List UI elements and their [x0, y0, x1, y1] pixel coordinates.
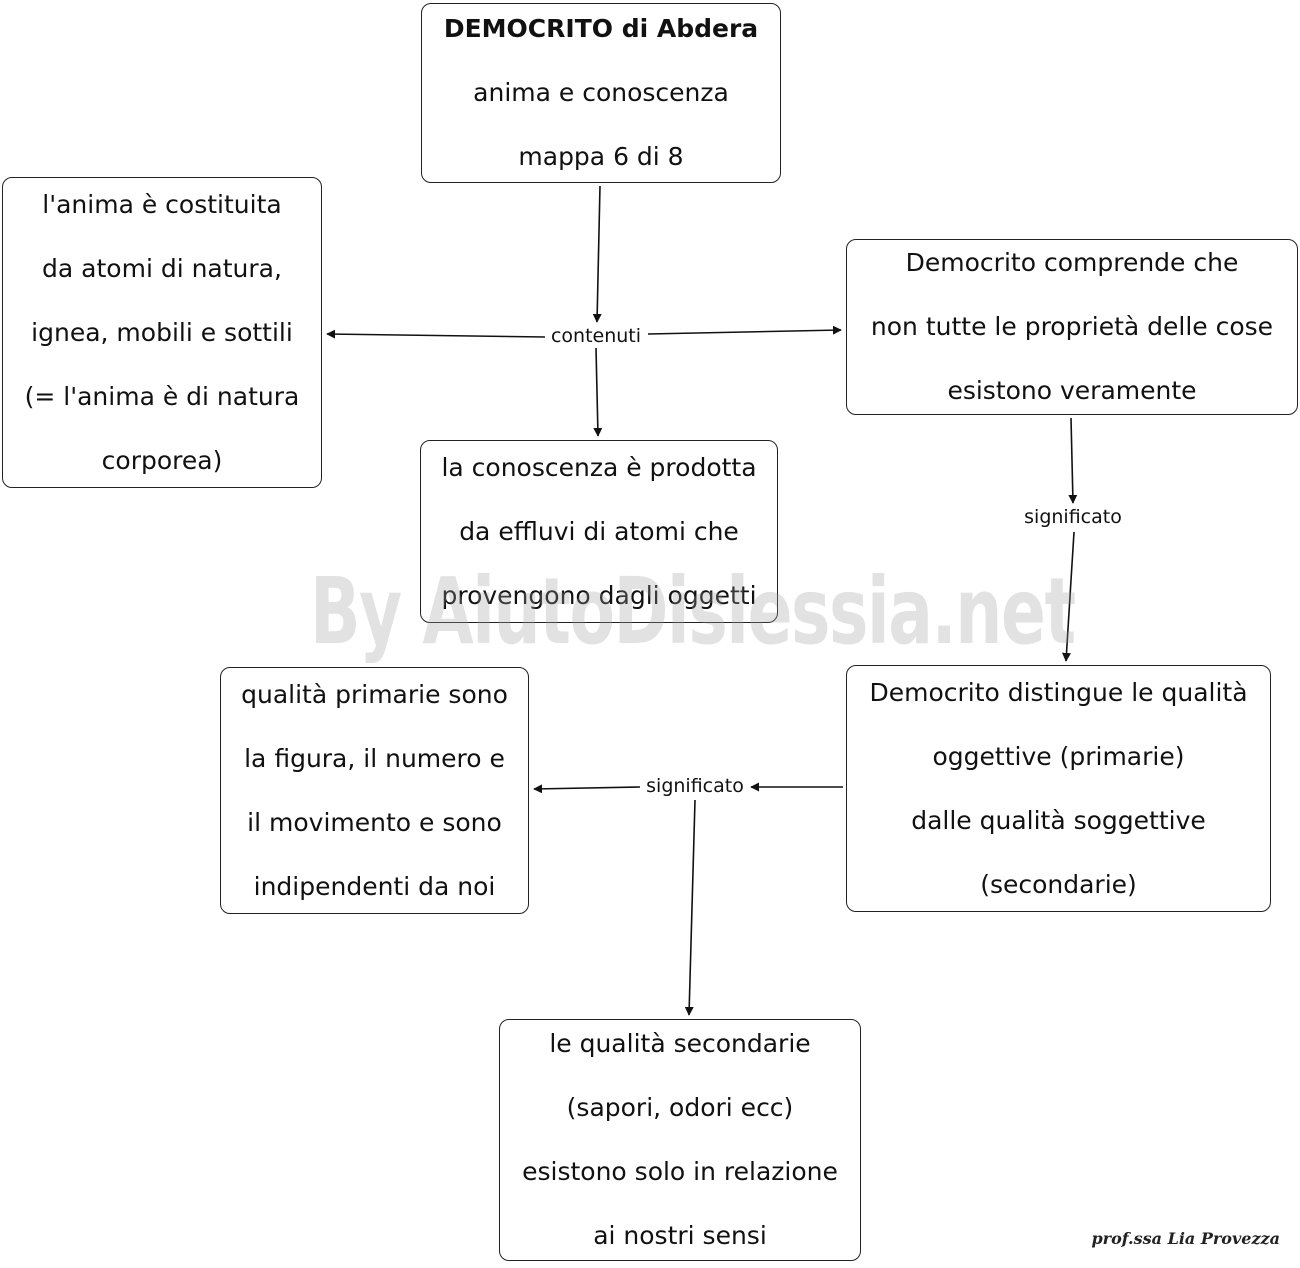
- edge-contenuti-to-conoscenza: [593, 347, 603, 437]
- edge-comprende-to-significato: [1068, 417, 1078, 504]
- node-text-line: dalle qualità soggettive: [911, 805, 1206, 835]
- edge-contenuti-to-comprende: [647, 325, 842, 335]
- node-anima: l'anima è costituita da atomi di natura,…: [2, 177, 322, 488]
- edge-significato-to-secondarie: [684, 799, 696, 1016]
- node-text-line: ai nostri sensi: [593, 1221, 767, 1250]
- node-text-line: indipendenti da noi: [253, 871, 496, 901]
- edge-contenuti-to-anima: [326, 329, 546, 339]
- title-subtitle: anima e conoscenza: [473, 78, 729, 107]
- node-text-line: oggettive (primarie): [932, 741, 1185, 771]
- edge-label-contenuti: contenuti: [544, 324, 648, 348]
- author-signature: prof.ssa Lia Provezza: [1091, 1229, 1280, 1248]
- node-text-line: da effluvi di atomi che: [459, 516, 739, 546]
- node-text-line: esistono veramente: [947, 376, 1197, 405]
- node-text-line: ignea, mobili e sottili: [31, 317, 293, 347]
- node-conoscenza: la conoscenza è prodotta da effluvi di a…: [420, 440, 778, 623]
- node-secondarie: le qualità secondarie (sapori, odori ecc…: [499, 1019, 861, 1261]
- title-map-number: mappa 6 di 8: [518, 142, 684, 171]
- node-text-line: esistono solo in relazione: [522, 1157, 838, 1186]
- node-distingue: Democrito distingue le qualità oggettive…: [846, 665, 1271, 912]
- node-text-line: la conoscenza è prodotta: [441, 452, 757, 482]
- node-primarie: qualità primarie sono la figura, il nume…: [220, 667, 529, 914]
- node-text-line: la figura, il numero e: [244, 743, 505, 773]
- node-text-line: Democrito distingue le qualità: [869, 677, 1248, 707]
- watermark: By AiutoDislessia.net: [310, 558, 1076, 665]
- edge-label-significato-right: significato: [1018, 505, 1128, 529]
- node-text-line: le qualità secondarie: [549, 1029, 811, 1058]
- node-text-line: qualità primarie sono: [241, 679, 508, 709]
- edge-title-to-contenuti: [592, 185, 602, 323]
- node-comprende: Democrito comprende che non tutte le pro…: [846, 239, 1298, 415]
- node-text-line: il movimento e sono: [247, 807, 502, 837]
- node-text-line: provengono dagli oggetti: [441, 580, 757, 610]
- node-text-line: corporea): [101, 445, 223, 475]
- node-text-line: (= l'anima è di natura: [24, 381, 300, 411]
- node-text-line: (secondarie): [980, 869, 1137, 899]
- node-text-line: non tutte le proprietà delle cose: [870, 312, 1274, 341]
- node-text-line: Democrito comprende che: [905, 248, 1239, 277]
- node-text-line: da atomi di natura,: [42, 253, 282, 283]
- node-title: DEMOCRITO di Abdera anima e conoscenza m…: [421, 3, 781, 183]
- title-heading: DEMOCRITO di Abdera: [443, 14, 759, 43]
- edge-significato-to-primarie: [533, 784, 641, 794]
- edge-significato-to-distingue: [1062, 531, 1075, 662]
- edge-label-significato-bottom: significato: [640, 774, 750, 798]
- node-text-line: (sapori, odori ecc): [566, 1093, 794, 1122]
- node-text-line: l'anima è costituita: [42, 189, 282, 219]
